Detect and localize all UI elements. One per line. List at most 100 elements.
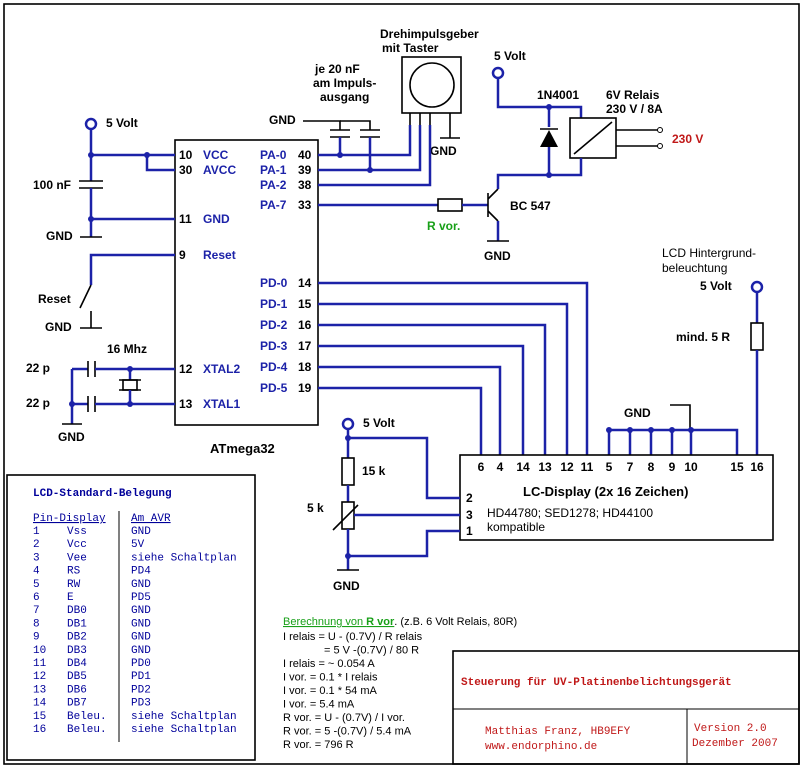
mcu-pin-number: 10 xyxy=(179,148,193,162)
table-cell-signal: Vee xyxy=(67,552,87,564)
lcd-pin-number: 6 xyxy=(478,460,485,474)
mcu-pin-name: GND xyxy=(203,212,230,226)
label-reset: Reset xyxy=(38,292,71,306)
mcu-pin-number: 39 xyxy=(298,163,312,177)
resistor-rvor xyxy=(437,198,463,212)
resistor-15k xyxy=(341,457,355,486)
calc-line: R vor. = U - (0.7V) / I vor. xyxy=(283,712,405,724)
lcd-pin-number: 12 xyxy=(560,460,574,474)
lcd-pin-number: 7 xyxy=(627,460,634,474)
table-cell-pin: 4 xyxy=(33,566,40,578)
label-gnd-g: GND xyxy=(624,406,651,420)
label-5v-b: 5 Volt xyxy=(494,49,526,63)
mcu-pin-number: 17 xyxy=(298,339,312,353)
table-header-display: Pin-Display xyxy=(33,513,106,525)
mcu-pin-name: PD-0 xyxy=(260,276,288,290)
table-cell-pin: 3 xyxy=(33,552,40,564)
mcu-pin-number: 33 xyxy=(298,198,312,212)
mcu-pin-name: PD-5 xyxy=(260,381,288,395)
label-backlight-1: LCD Hintergrund- xyxy=(662,246,756,260)
table-cell-signal: Beleu. xyxy=(67,724,107,736)
relay-symbol xyxy=(569,117,617,159)
label-backlight-2: beleuchtung xyxy=(662,261,727,275)
mcu-pin-number: 30 xyxy=(179,163,193,177)
mcu-name: ATmega32 xyxy=(210,441,275,456)
table-cell-avr: PD0 xyxy=(131,658,151,670)
lcd-title: LC-Display (2x 16 Zeichen) xyxy=(523,484,688,499)
calc-line: I vor. = 5.4 mA xyxy=(283,699,355,711)
label-15k: 15 k xyxy=(362,464,386,478)
table-cell-signal: DB4 xyxy=(67,658,87,670)
date: Dezember 2007 xyxy=(692,738,778,750)
table-cell-avr: GND xyxy=(131,618,151,630)
table-cell-signal: DB7 xyxy=(67,698,87,710)
table-cell-avr: PD4 xyxy=(131,566,151,578)
label-rmin: mind. 5 R xyxy=(676,330,730,344)
label-22p-b: 22 p xyxy=(26,396,50,410)
mcu-pin-number: 9 xyxy=(179,248,186,262)
label-gnd-c: GND xyxy=(58,430,85,444)
mcu-pin-name: PA-2 xyxy=(260,178,287,192)
mcu-pin-name: PD-4 xyxy=(260,360,288,374)
label-5v-d: 5 Volt xyxy=(363,416,395,430)
resistor-backlight xyxy=(750,322,764,351)
lcd-pin-number: 8 xyxy=(648,460,655,474)
table-cell-avr: siehe Schaltplan xyxy=(131,552,237,564)
table-cell-avr: PD5 xyxy=(131,592,151,604)
table-cell-avr: GND xyxy=(131,579,151,591)
label-diode: 1N4001 xyxy=(537,88,579,102)
table-cell-signal: Vss xyxy=(67,526,87,538)
table-cell-pin: 9 xyxy=(33,632,40,644)
table-cell-pin: 7 xyxy=(33,605,40,617)
mcu-pin-name: PA-0 xyxy=(260,148,287,162)
table-cell-pin: 10 xyxy=(33,645,46,657)
calc-line: I relais = ~ 0.054 A xyxy=(283,658,375,670)
table-cell-signal: DB3 xyxy=(67,645,87,657)
mcu-pin-number: 38 xyxy=(298,178,312,192)
label-gnd-a: GND xyxy=(46,229,73,243)
table-title: LCD-Standard-Belegung xyxy=(33,488,172,500)
table-cell-avr: PD1 xyxy=(131,671,151,683)
mcu-pin-number: 40 xyxy=(298,148,312,162)
label-gnd-h: GND xyxy=(333,579,360,593)
lcd-pin-number: 15 xyxy=(730,460,744,474)
lcd-pin-number: 5 xyxy=(606,460,613,474)
table-cell-avr: PD3 xyxy=(131,698,151,710)
table-cell-signal: DB0 xyxy=(67,605,87,617)
label-encoder-2: mit Taster xyxy=(382,41,439,55)
mcu-pin-number: 16 xyxy=(298,318,312,332)
table-cell-signal: RS xyxy=(67,566,81,578)
reset-switch xyxy=(79,284,92,309)
label-cap20-3: ausgang xyxy=(320,90,369,104)
mcu-pin-name: XTAL1 xyxy=(203,397,240,411)
calc-head-tail: . (z.B. 6 Volt Relais, 80R) xyxy=(394,616,517,628)
table-cell-pin: 5 xyxy=(33,579,40,591)
table-cell-pin: 13 xyxy=(33,684,46,696)
page-border xyxy=(3,3,800,765)
calc-line: I relais = U - (0.7V) / R relais xyxy=(283,631,423,643)
table-cell-avr: GND xyxy=(131,605,151,617)
table-cell-signal: DB6 xyxy=(67,684,87,696)
calc-line: = 5 V -(0.7V) / 80 R xyxy=(324,645,419,657)
table-cell-avr: 5V xyxy=(131,539,145,551)
table-cell-avr: GND xyxy=(131,645,151,657)
label-gnd-e: GND xyxy=(269,113,296,127)
mcu-pin-name: Reset xyxy=(203,248,236,262)
lcd-sub-1: HD44780; SED1278; HD44100 xyxy=(487,506,653,520)
mcu-pin-name: AVCC xyxy=(203,163,236,177)
encoder-body xyxy=(401,56,462,114)
table-cell-signal: E xyxy=(67,592,74,604)
label-encoder-1: Drehimpulsgeber xyxy=(380,27,479,41)
lcd-pin-number: 13 xyxy=(538,460,552,474)
lcd-pin-number: 4 xyxy=(497,460,504,474)
calc-head-text: Berechnung von xyxy=(283,616,366,628)
mcu-pin-name: PD-3 xyxy=(260,339,288,353)
title-block xyxy=(452,650,800,765)
label-5v-c: 5 Volt xyxy=(700,279,732,293)
label-22p-a: 22 p xyxy=(26,361,50,375)
mcu-pin-number: 18 xyxy=(298,360,312,374)
calc-line: I vor. = 0.1 * 54 mA xyxy=(283,685,378,697)
calc-line: R vor. = 796 R xyxy=(283,739,354,751)
